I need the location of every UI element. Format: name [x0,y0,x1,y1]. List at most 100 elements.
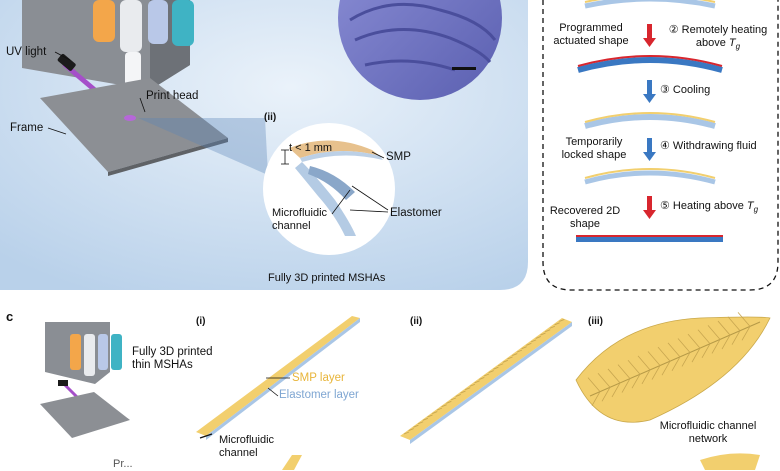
label-elastomer-layer: Elastomer layer [279,389,359,401]
cycle-step-4: ④ Withdrawing fluid [660,140,757,152]
strip-i [196,316,360,470]
leaf-vein [681,352,691,367]
glove-inset [338,0,502,100]
label-sub-c-i: (i) [196,316,206,327]
leaf-vein [731,330,741,345]
cycle-label-recovered: Recovered 2D shape [549,205,621,230]
channel-line [450,397,457,401]
leaf-vein [651,365,661,380]
leaf-vein [637,355,651,371]
cycle-label-locked: Temporarily locked shape [561,136,627,161]
channel-line [432,411,438,414]
cycle-step-5: ⑤ Heating above Tg [660,200,759,215]
leaf-vein [611,382,621,398]
leaf-vein [607,368,621,384]
channel-line [446,400,452,404]
channel-line [460,390,466,394]
channel-line [530,339,537,343]
label-smp: SMP [386,151,411,163]
label-cut-text: Pr... [113,458,133,470]
channel-line [502,359,508,363]
channel-line [545,329,551,333]
leaf-vein [697,329,711,345]
channel-line [507,356,513,360]
channel-line [554,322,560,326]
zoom-wedge [138,118,268,175]
label-thin-mshas: Fully 3D printed thin MSHAs [132,346,213,371]
cycle-shapes [576,0,723,242]
channel-line [540,332,546,336]
cycle-step-3: ③ Cooling [660,84,711,96]
leaf-vein [647,351,661,366]
leaf-vein [621,378,631,393]
label-sub-c-iii: (iii) [588,316,603,327]
label-channel-network: Microfluidic channel network [659,420,757,445]
channel-line [479,376,485,380]
channel-line [526,342,532,346]
panel-c-printer [40,322,130,438]
channel-line [559,318,565,322]
channel-line [403,431,410,435]
channel-line [483,373,490,377]
cycle-panel-border [542,0,779,291]
label-thickness: t < 1 mm [289,142,333,154]
label-frame: Frame [10,122,44,134]
leaf-vein [591,391,601,406]
leaf-vein [671,356,681,372]
leaf-vein [587,377,601,392]
leaf-vein [677,338,691,353]
leaf-vein [657,346,671,362]
leaf-vein [721,334,731,350]
leaf-vein [627,359,641,375]
cycle-arrows [643,24,656,219]
leaf-vein [701,343,711,358]
label-uv-light: UV light [6,46,47,58]
cycle-label-programmed: Programmed actuated shape [553,22,629,47]
label-sub-ii: (ii) [264,112,277,123]
label-sub-c-ii: (ii) [410,316,423,327]
label-print-head: Print head [146,90,199,102]
channel-line [549,325,556,329]
channel-line [469,383,476,387]
leaf-vein [707,325,721,340]
channel-line [465,387,471,391]
leaf-vein [711,339,721,354]
panel-c-letter: c [6,309,14,324]
channel-line [521,346,527,350]
caption-fully-printed: Fully 3D printed MSHAs [268,272,386,284]
leaf-vein [641,369,651,385]
channel-line [535,336,541,339]
channel-line [427,414,433,418]
channel-line [408,428,414,432]
printer-illustration [22,0,228,176]
leaf-vein [667,342,681,358]
leaf-vein [737,312,751,327]
leaf-vein [691,347,701,363]
label-smp-layer: SMP layer [292,372,345,384]
leaf-vein [717,320,731,336]
leaf-vein [597,373,611,388]
channel-line [455,394,461,397]
label-microfluidic-channel: Microfluidic channel [272,207,328,232]
channel-line [474,380,480,384]
leaf-vein [631,374,641,389]
channel-line [488,370,494,374]
leaf-vein [601,387,611,402]
label-elastomer: Elastomer [390,207,442,219]
leaf-vein [727,316,741,331]
channel-line [422,417,428,421]
channel-line [413,424,419,428]
cycle-step-2: ② Remotely heating above Tg [668,24,768,52]
channel-line [493,366,499,370]
channel-line [417,421,424,425]
channel-line [516,349,523,353]
channel-line [497,363,504,367]
strip-ii [400,318,572,444]
leaf-vein [741,326,751,341]
leaf-vein [661,360,671,376]
inset-ii [263,123,395,255]
label-c-microfluidic-channel: Microfluidic channel [219,434,275,459]
channel-line [441,404,447,408]
